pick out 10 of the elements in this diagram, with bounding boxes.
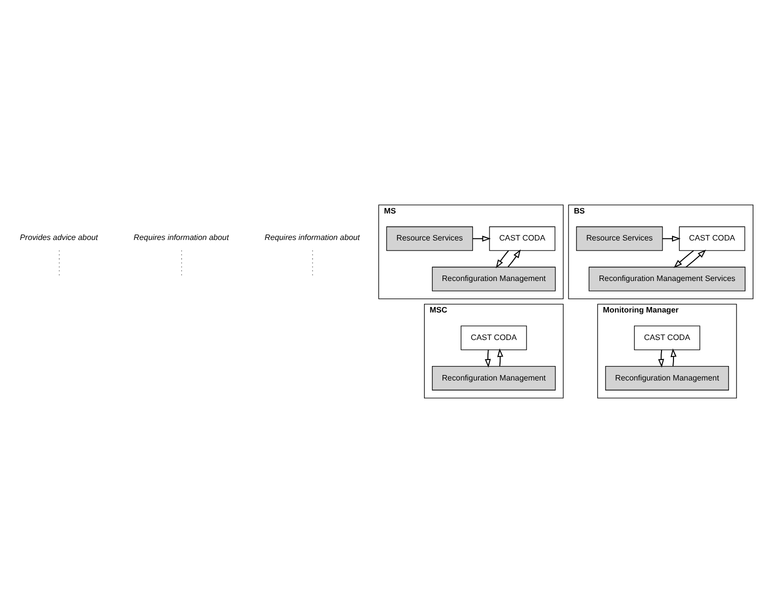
arrow (658, 349, 664, 368)
arrow (508, 249, 521, 268)
arrow (484, 349, 491, 368)
arrow (496, 250, 510, 268)
arrow (674, 250, 694, 268)
arrow (472, 236, 491, 242)
arrow (662, 236, 681, 242)
arrow (685, 250, 706, 268)
arrow (670, 348, 677, 367)
arrow (497, 348, 504, 367)
